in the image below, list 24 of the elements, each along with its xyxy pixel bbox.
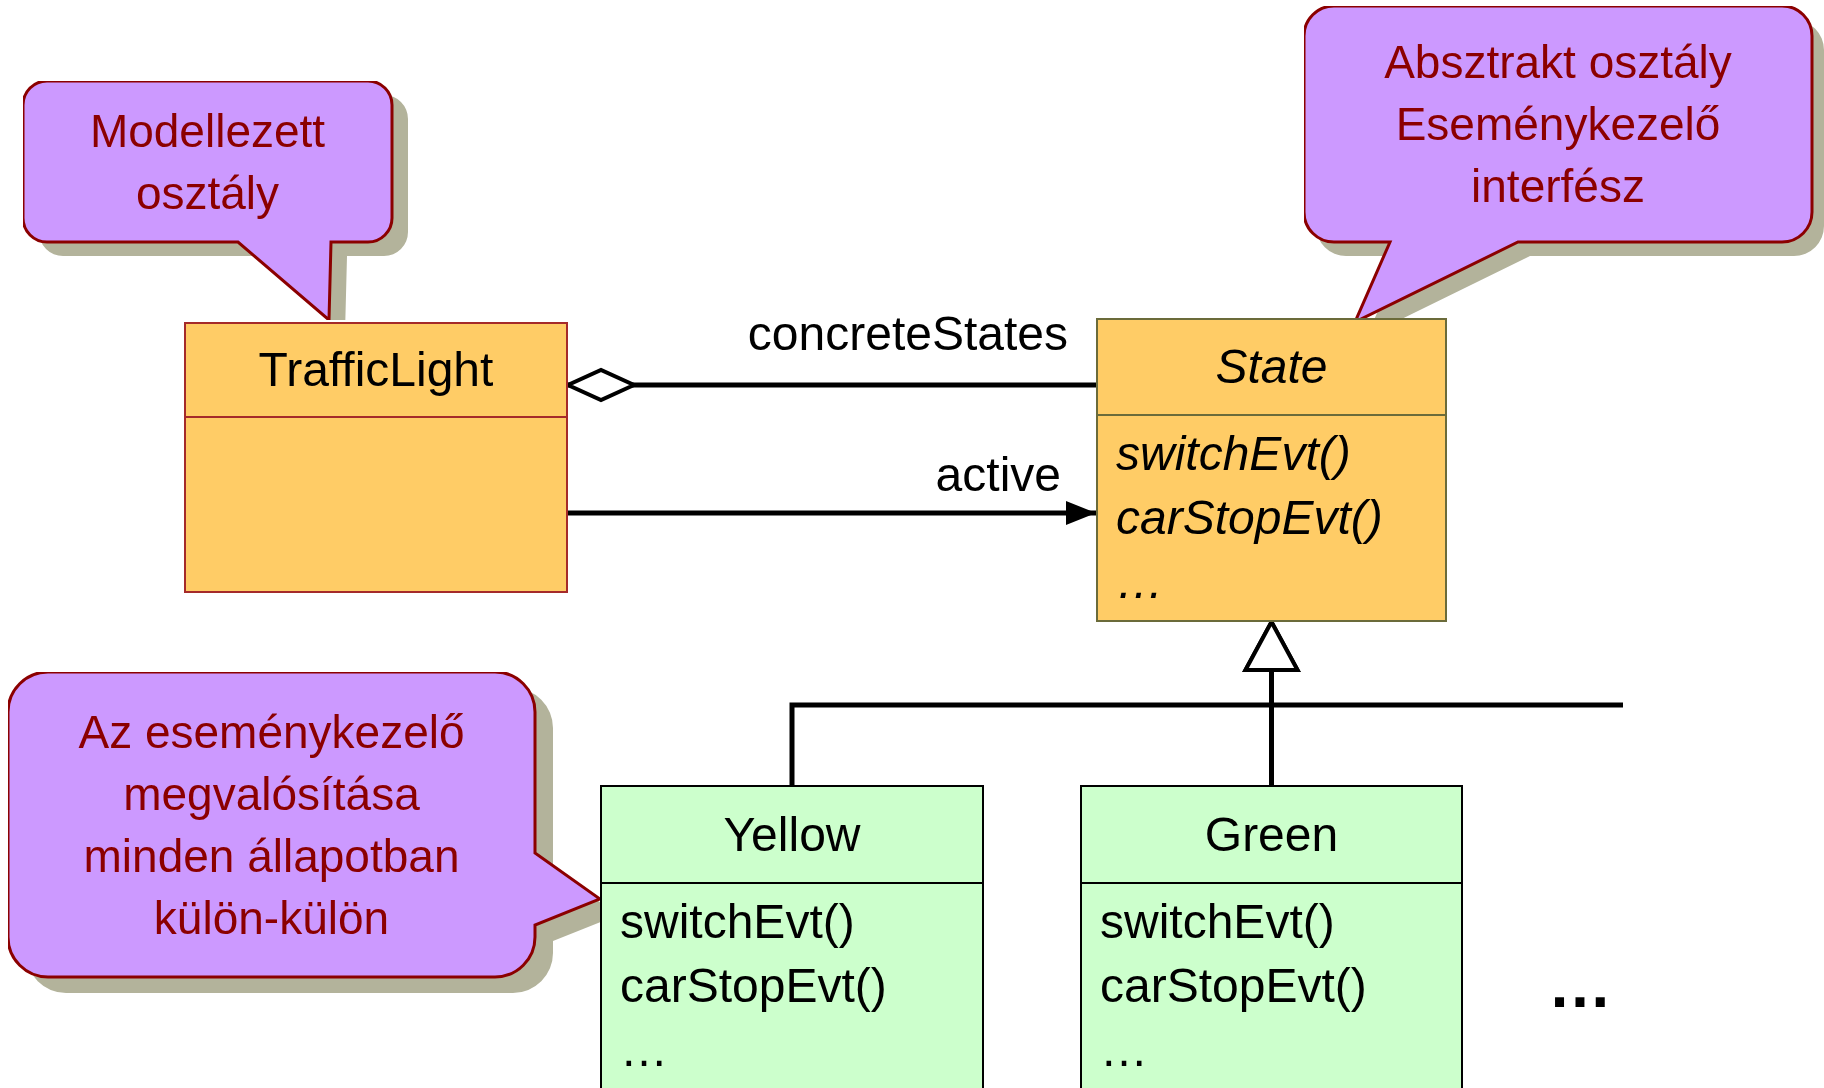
class-name: TrafficLight — [258, 342, 494, 398]
method-name: carStopEvt() — [1116, 490, 1383, 546]
class-box — [600, 785, 984, 1088]
method-name: switchEvt() — [1116, 426, 1351, 482]
method-name: carStopEvt() — [620, 958, 887, 1014]
callout-text: Modellezett osztály — [88, 103, 327, 221]
speech-bubble — [1304, 6, 1824, 318]
method-name: switchEvt() — [1100, 894, 1335, 950]
class-box — [1080, 785, 1463, 1088]
class-name: Green — [1204, 806, 1339, 863]
inheritance-arrow — [1243, 620, 1300, 785]
method-name: carStopEvt() — [1100, 958, 1367, 1014]
method-name: … — [1100, 1022, 1148, 1078]
method-name: … — [1116, 554, 1164, 610]
method-name: switchEvt() — [620, 894, 855, 950]
method-name: … — [620, 1022, 668, 1078]
ellipsis-text: … — [1548, 950, 1612, 1020]
class-box — [1096, 318, 1447, 622]
association-arrow — [568, 501, 1096, 525]
class-name: Yellow — [723, 806, 861, 863]
callout-text: Az eseménykezelő megvalósítása minden állapotban külön-külön — [77, 704, 466, 946]
class-box — [184, 322, 568, 593]
class-name: State — [1215, 339, 1328, 395]
callout-text: Absztrakt osztály Eseménykezelő interfész — [1383, 35, 1733, 214]
